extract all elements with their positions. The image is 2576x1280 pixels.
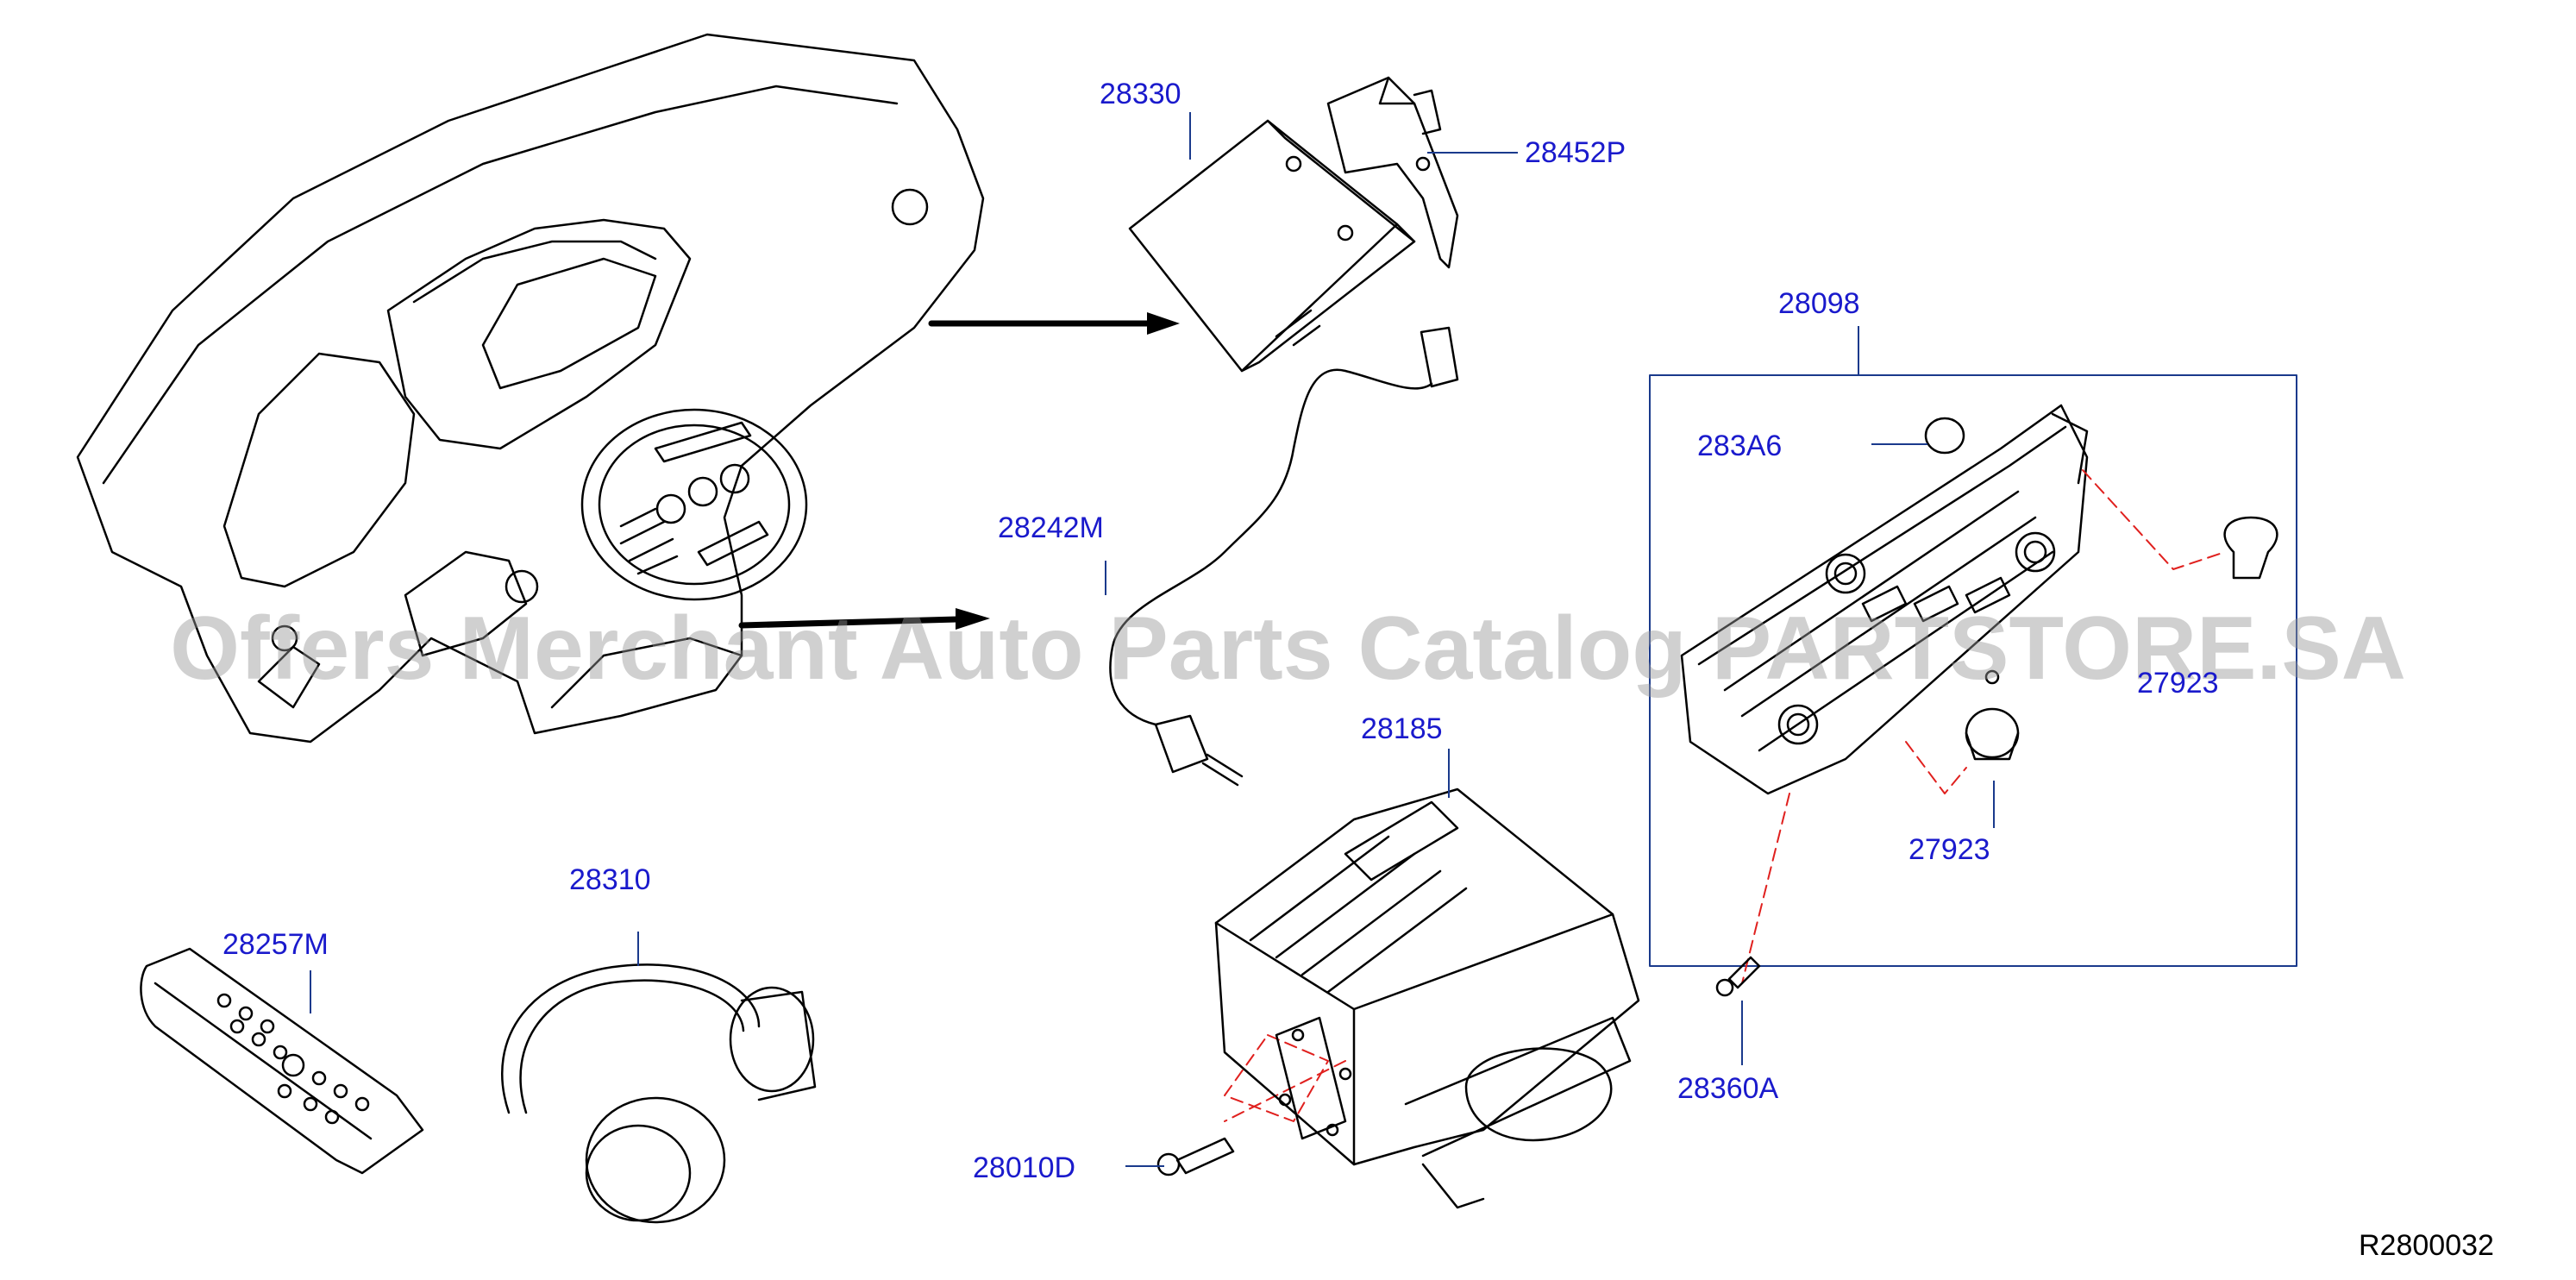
audio-control-panel-drawing	[1680, 404, 2089, 795]
dashed-part-leaders	[1224, 469, 2226, 1122]
callout-28360A[interactable]: 28360A	[1677, 1072, 1779, 1105]
wireless-headphones-drawing	[501, 963, 817, 1224]
control-knob-drawings	[1924, 417, 2278, 761]
callout-28242M[interactable]: 28242M	[998, 511, 1104, 544]
diagram-reference-code: R2800032	[2359, 1229, 2494, 1262]
control-unit-bracket-drawing	[1326, 76, 1459, 269]
callout-28452P[interactable]: 28452P	[1525, 136, 1626, 169]
navigation-control-unit-drawing	[1128, 119, 1416, 373]
callout-leader-lines	[310, 112, 1995, 1167]
audio-display-unit-drawing	[1214, 787, 1640, 1209]
audio-control-group-frame	[1649, 374, 2297, 967]
callout-27923[interactable]: 27923	[1908, 833, 1990, 866]
antenna-feeder-drawing	[1109, 326, 1459, 787]
callout-28257M[interactable]: 28257M	[223, 928, 329, 961]
callout-28185[interactable]: 28185	[1361, 712, 1443, 745]
instrument-panel-drawing	[76, 33, 985, 744]
location-arrows	[738, 320, 1150, 629]
callout-28010D[interactable]: 28010D	[973, 1151, 1076, 1184]
screw-drawings	[1156, 956, 1761, 1176]
callout-27923-right[interactable]: 27923	[2137, 667, 2219, 700]
callout-28310[interactable]: 28310	[569, 863, 651, 896]
remote-controller-drawing	[140, 947, 424, 1175]
callout-28330[interactable]: 28330	[1100, 78, 1181, 110]
callout-28098[interactable]: 28098	[1778, 287, 1860, 320]
callout-283A6[interactable]: 283A6	[1697, 430, 1783, 462]
